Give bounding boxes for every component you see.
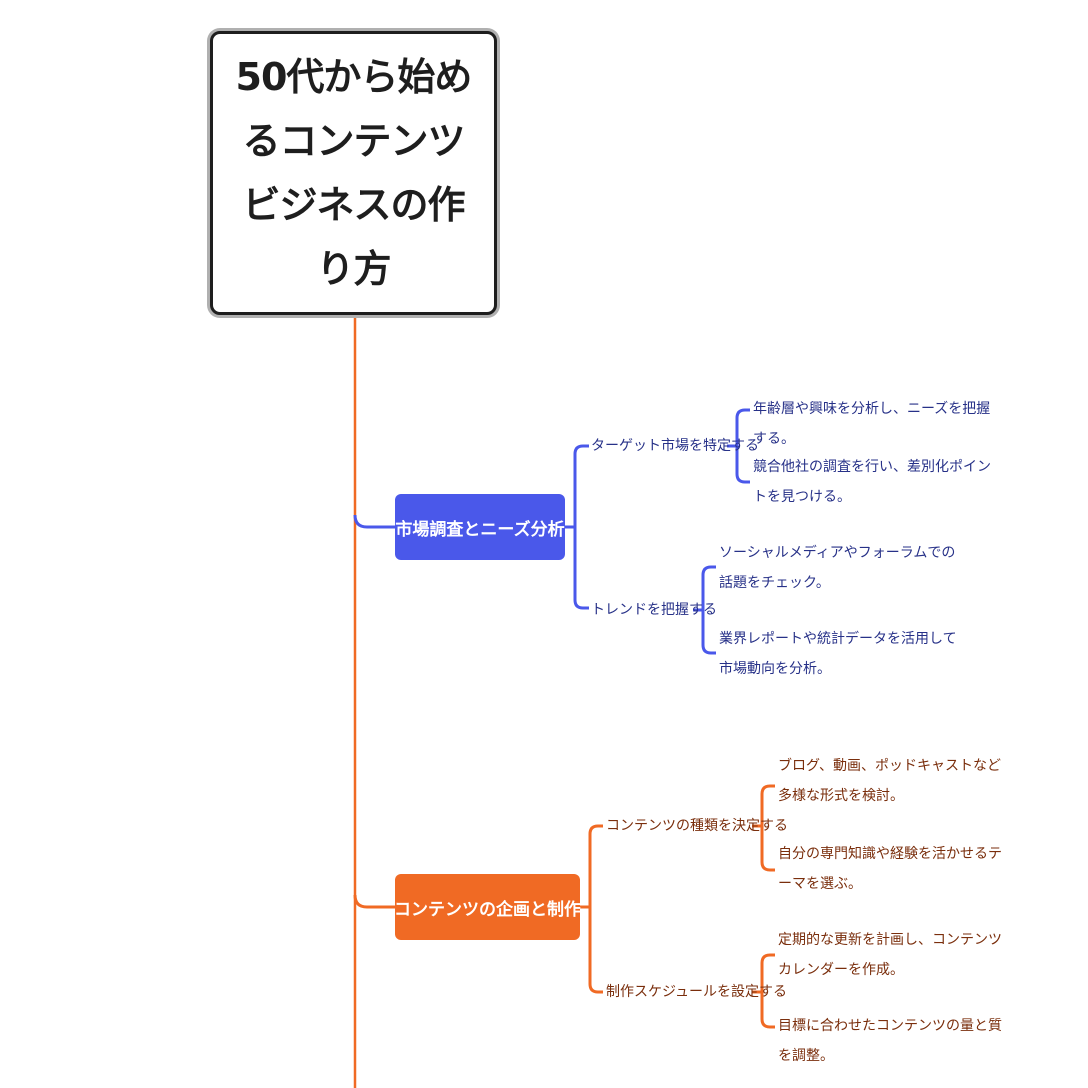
sub-node-schedule[interactable]: 制作スケジュールを設定する (606, 984, 788, 1000)
trunk-to-branch-2 (353, 894, 395, 909)
leaf-node[interactable]: 競合他社の調査を行い、差別化ポイントを見つける。 (753, 459, 991, 505)
branch-node-market-research[interactable]: 市場調査とニーズ分析 (395, 494, 565, 560)
sub-2b-bracket (760, 953, 775, 1029)
sub-1a-bracket (735, 408, 750, 484)
trunk-to-branch-1 (353, 514, 395, 529)
sub-node-content-type[interactable]: コンテンツの種類を決定する (606, 818, 788, 834)
sub-node-trend[interactable]: トレンドを把握する (591, 602, 717, 618)
branch-node-content-planning[interactable]: コンテンツの企画と制作 (394, 874, 581, 940)
leaf-node[interactable]: 年齢層や興味を分析し、ニーズを把握する。 (753, 401, 991, 447)
branch-1-bracket (573, 444, 589, 610)
leaf-node[interactable]: 自分の専門知識や経験を活かせるテーマを選ぶ。 (778, 846, 1002, 892)
sub-node-target-market[interactable]: ターゲット市場を特定する (591, 438, 759, 454)
leaf-node[interactable]: 業界レポートや統計データを活用して市場動向を分析。 (719, 631, 957, 677)
branch-2-bracket (588, 824, 603, 994)
leaf-node[interactable]: 定期的な更新を計画し、コンテンツカレンダーを作成。 (778, 932, 1002, 978)
sub-2a-bracket (760, 784, 775, 872)
leaf-node[interactable]: ブログ、動画、ポッドキャストなど多様な形式を検討。 (778, 758, 1002, 804)
leaf-node[interactable]: 目標に合わせたコンテンツの量と質を調整。 (778, 1018, 1002, 1064)
root-node[interactable]: 50代から始めるコンテンツビジネスの作り方 (210, 31, 497, 315)
branch-label: コンテンツの企画と制作 (394, 899, 581, 920)
branch-label: 市場調査とニーズ分析 (395, 519, 565, 540)
sub-1b-bracket (701, 565, 716, 655)
leaf-node[interactable]: ソーシャルメディアやフォーラムでの話題をチェック。 (719, 545, 956, 591)
root-title: 50代から始めるコンテンツビジネスの作り方 (235, 55, 473, 291)
